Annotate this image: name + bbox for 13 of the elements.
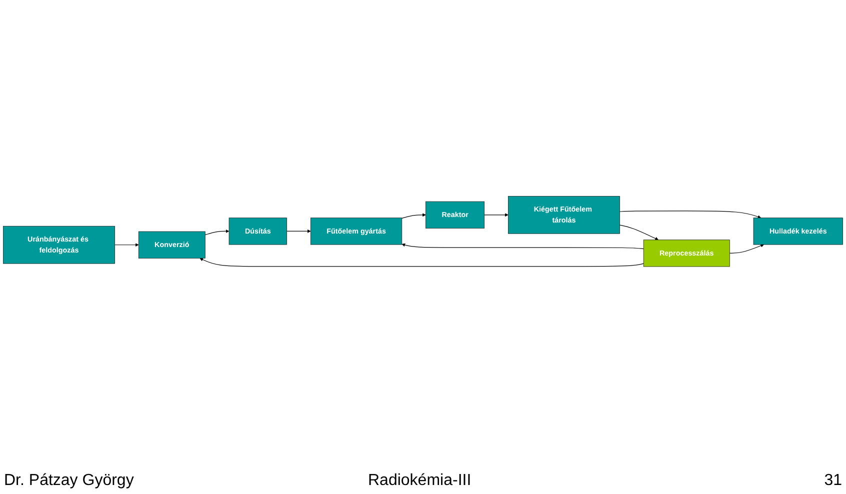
arrow [619, 210, 762, 218]
arrow [484, 212, 508, 216]
arrow [402, 242, 644, 249]
footer-text: Dr. Pátzay György [4, 472, 134, 490]
arrow [729, 244, 764, 254]
arrow [204, 229, 230, 235]
arrow [286, 229, 311, 233]
footer-text: Radiokémia-III [368, 472, 472, 490]
arrow [402, 212, 426, 218]
arrow [619, 224, 659, 240]
footer-text: 31 [824, 472, 842, 490]
arrow [114, 242, 139, 246]
arrow [200, 258, 644, 266]
